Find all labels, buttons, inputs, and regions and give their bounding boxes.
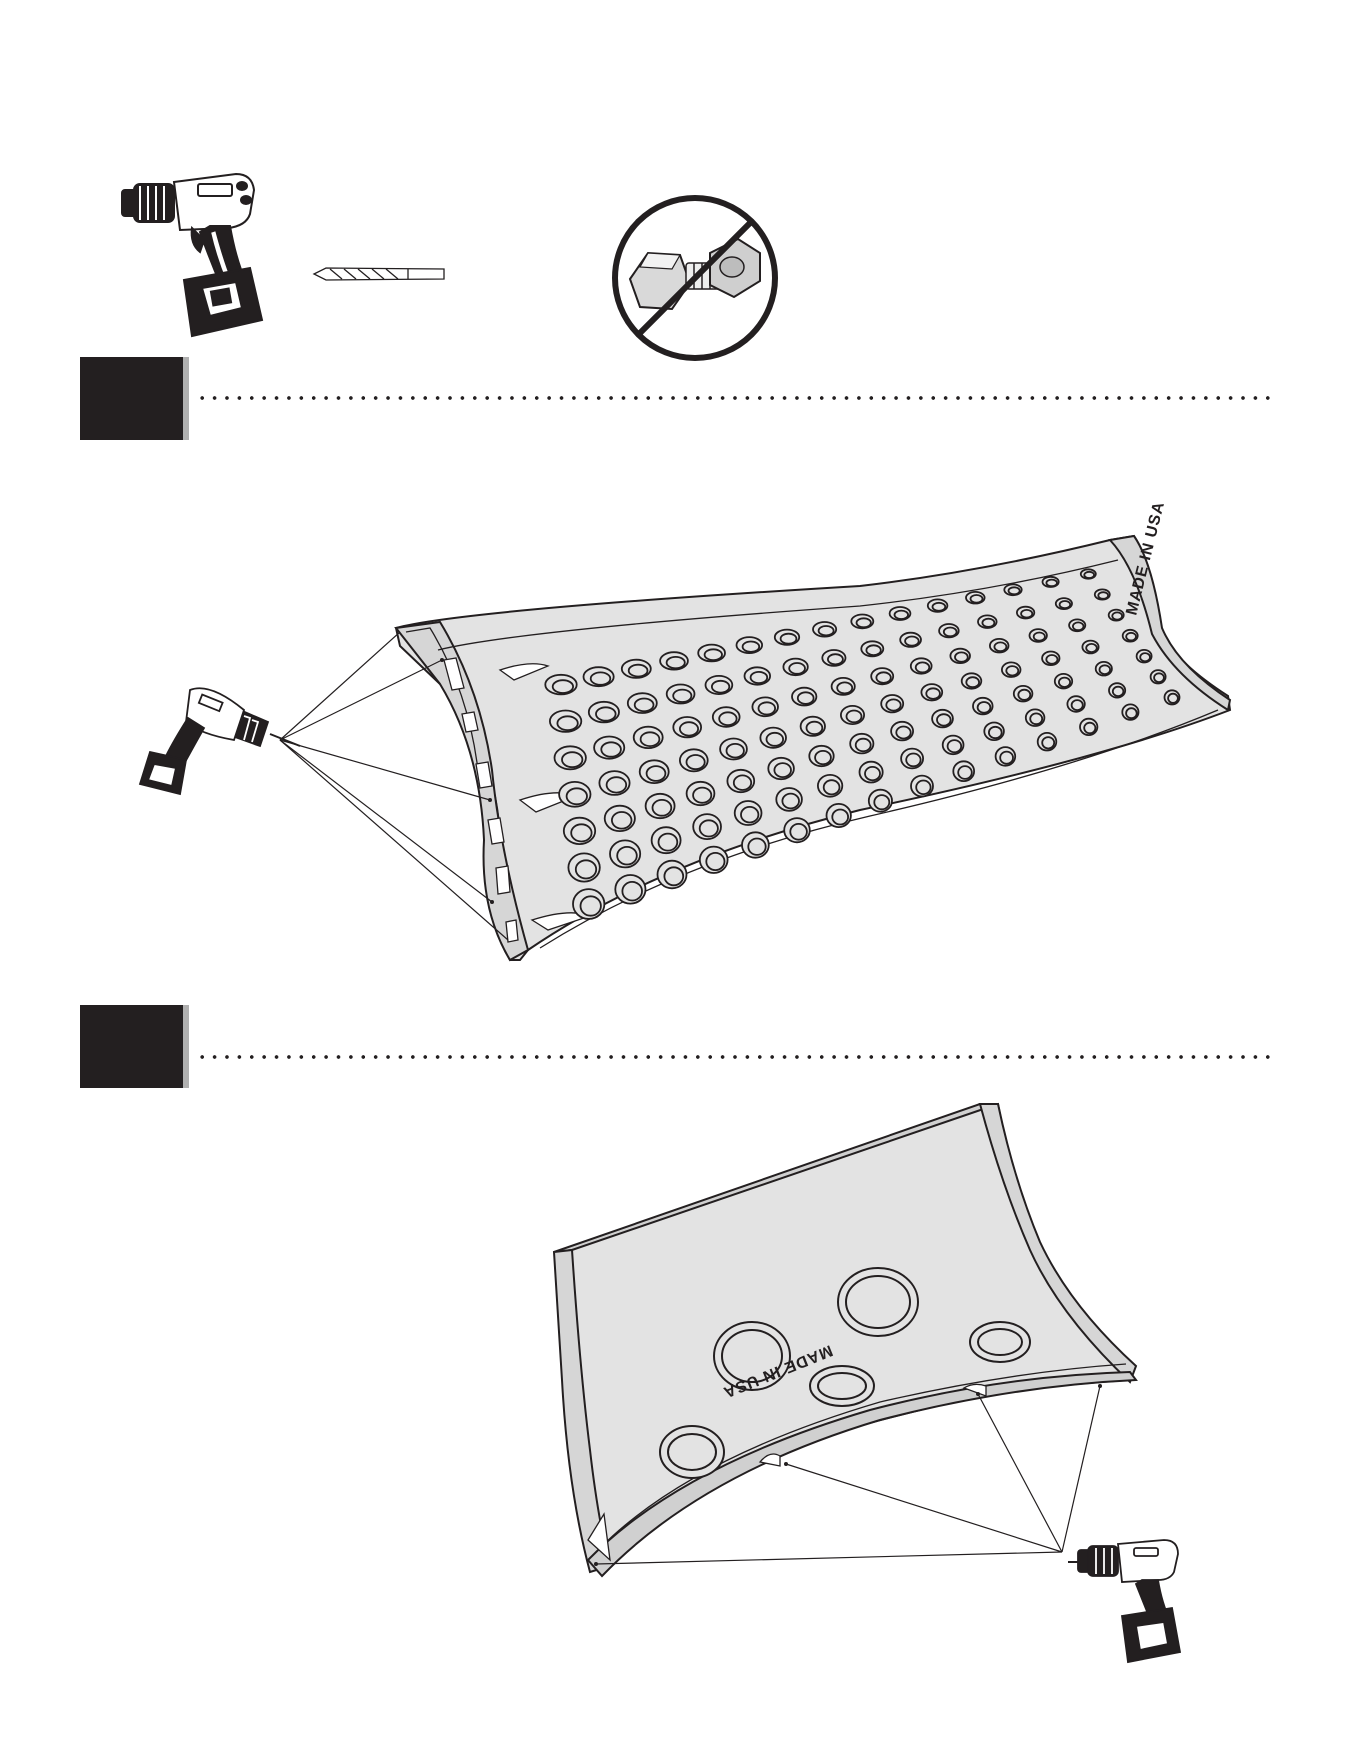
step-2-dotted-divider	[196, 1055, 1276, 1059]
cordless-drill-icon	[1068, 1536, 1208, 1666]
step-2-number-box	[80, 1005, 183, 1088]
cordless-drill-icon	[140, 670, 310, 800]
panel-hole	[610, 840, 640, 867]
cordless-drill-icon	[118, 170, 278, 345]
panel-hole	[573, 889, 604, 919]
drill-bit-icon	[312, 262, 452, 286]
step-1-number-box	[80, 357, 183, 440]
no-nuts-bolts-icon	[610, 193, 780, 363]
step-1-dotted-divider	[196, 396, 1276, 400]
